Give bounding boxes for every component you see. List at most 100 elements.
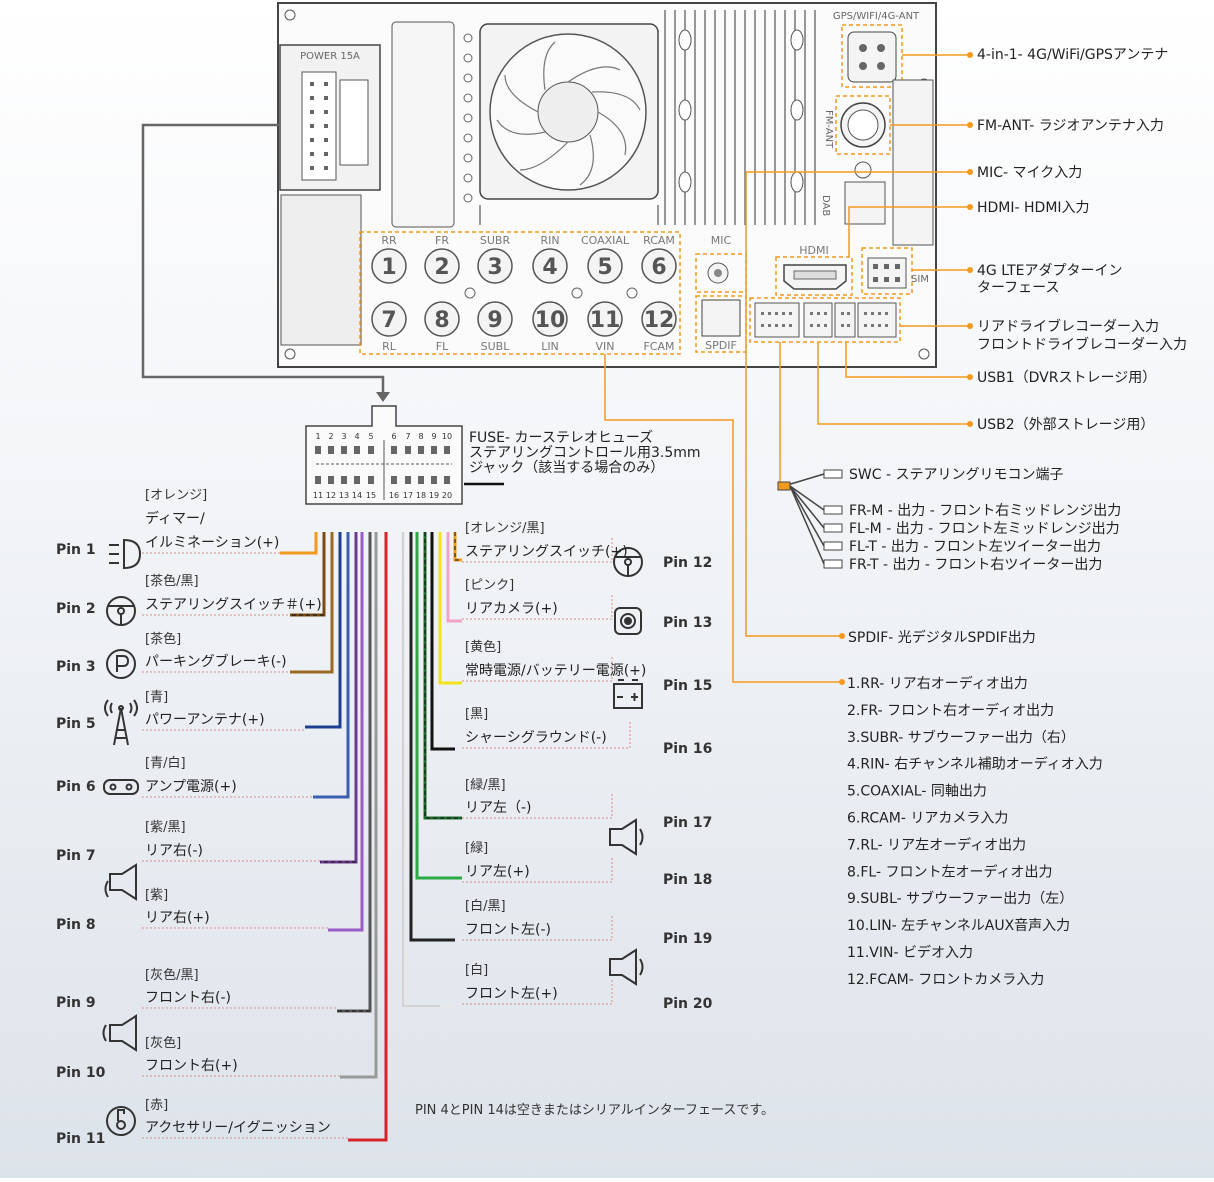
jack-description: 8.FL- フロント左オーディオ出力 [847,863,1053,880]
wire [430,532,455,751]
jack-number: 10 [535,308,566,333]
power-label: POWER 15A [300,51,360,62]
wire-color: [黒] [465,707,488,722]
pin-number: Pin 20 [663,996,713,1012]
wire-function: パーキングブレーキ(-) [145,653,287,670]
jack-description: 10.LIN- 左チャンネルAUX音声入力 [847,917,1070,934]
speaker-icon [609,818,644,856]
connector-pin [328,476,334,484]
wire-outline [402,532,440,1007]
wire-color: [ピンク] [465,578,514,593]
wire-function: アンプ電源(+) [145,779,237,795]
jack-description: 7.RL- リア左オーディオ出力 [847,836,1026,853]
label-underline [462,856,613,883]
wire-function: リア左（-) [465,800,532,816]
jack-label: SUBL [481,340,511,353]
jack-label: FL [436,340,449,353]
connector-pin-number: 9 [431,432,436,441]
mic-jack: MIC [695,234,747,293]
connector-pin [418,446,424,454]
pin-number: Pin 1 [56,542,96,558]
camera-icon [614,607,642,635]
connector-pin [315,476,321,484]
connector-pin-number: 20 [442,491,452,500]
wire-function: リア右(-) [145,843,203,859]
wire-color: [青/白] [145,755,186,771]
leader-dots [839,52,973,685]
jack-description: 2.FR- フロント右オーディオ出力 [847,702,1054,719]
rca-jack [641,301,677,337]
speaker-icon [104,863,137,901]
pin-number: Pin 13 [663,615,712,631]
wire [313,532,350,799]
wire-function: リア左(+) [465,864,530,880]
rca-jack [587,301,623,337]
wire-color: [紫] [145,888,168,903]
jack-number: 3 [487,255,502,280]
pin-number: Pin 10 [56,1065,106,1081]
pin-number: Pin 9 [56,995,96,1011]
pin-number: Pin 16 [663,741,712,757]
jack-description: 9.SUBL- サブウーファー出力（左） [847,890,1073,907]
wire-color: [白/黒] [465,898,506,914]
port-label: USB1（DVRストレージ用） [977,370,1156,386]
connector-pin [341,476,347,484]
jack-label: RL [382,340,397,353]
battery-icon [613,679,643,709]
swc-output-label: SWC - ステアリングリモコン端子 [849,467,1063,483]
connector-pin-number: 8 [418,432,423,441]
wire-color: [茶色] [145,631,181,647]
jack-number: 9 [487,308,502,333]
usb-dvr-ports [749,297,901,343]
headlight-icon [109,538,142,570]
jack-label: VIN [596,340,615,353]
port-label: フロントドライブレコーダー入力 [977,336,1187,353]
label-underline [462,655,613,682]
wire-color: [赤] [145,1098,168,1113]
fuse-text-line: ジャック（該当する場合のみ） [469,460,664,476]
jack-description: 11.VIN- ビデオ入力 [847,944,973,961]
wire-function: リア右(+) [145,910,210,926]
spdif-description: SPDIF- 光デジタルSPDIF出力 [848,629,1036,646]
left-pin-labels: Pin 1[オレンジ]ディマー/イルミネーション(+)Pin 2[茶色/黒]ステ… [56,488,331,1147]
wire [290,532,334,674]
jack-label: SUBR [480,234,511,247]
speaker-icon [102,1014,137,1052]
connector-pin [405,446,411,454]
wire [415,532,462,880]
port-label: リアドライブレコーダー入力 [977,318,1159,335]
leader-lines [604,54,970,683]
footnote: PIN 4とPIN 14は空きまたはシリアルインターフェースです。 [415,1103,774,1118]
right-pin-wires [401,532,631,1008]
connector-pin-number: 6 [391,432,396,441]
connector-pin-number: 11 [313,491,323,500]
fm-antenna-connector: FM-ANT [823,95,891,179]
connector-pin [328,446,334,454]
connector-pin [431,476,437,484]
jack-number: 2 [434,255,449,280]
wire-function: フロント右(+) [145,1058,238,1074]
connector-pin-number: 4 [354,432,359,441]
wire-function: ディマー/ [145,510,205,527]
connector-pin-number: 18 [416,491,426,500]
pin-number: Pin 3 [56,659,96,675]
jack-number: 4 [542,255,557,280]
fuse-text-line: ステアリングコントロール用3.5mm [469,445,701,461]
rca-jack [477,301,513,337]
head-unit-panel: POWER 15A [277,2,937,368]
connector-pin [444,446,450,454]
port-label: ターフェース [977,280,1059,296]
rca-jack [424,301,460,337]
cooling-fan [479,23,659,200]
wire-color: [緑] [465,841,488,856]
connector-pin [444,476,450,484]
rca-jack [532,301,568,337]
wire [340,532,378,1079]
connector-pin-number: 13 [339,491,349,500]
jack-label: LIN [541,340,559,353]
parking-brake-icon [106,649,136,679]
connector-pin-number: 7 [405,432,410,441]
